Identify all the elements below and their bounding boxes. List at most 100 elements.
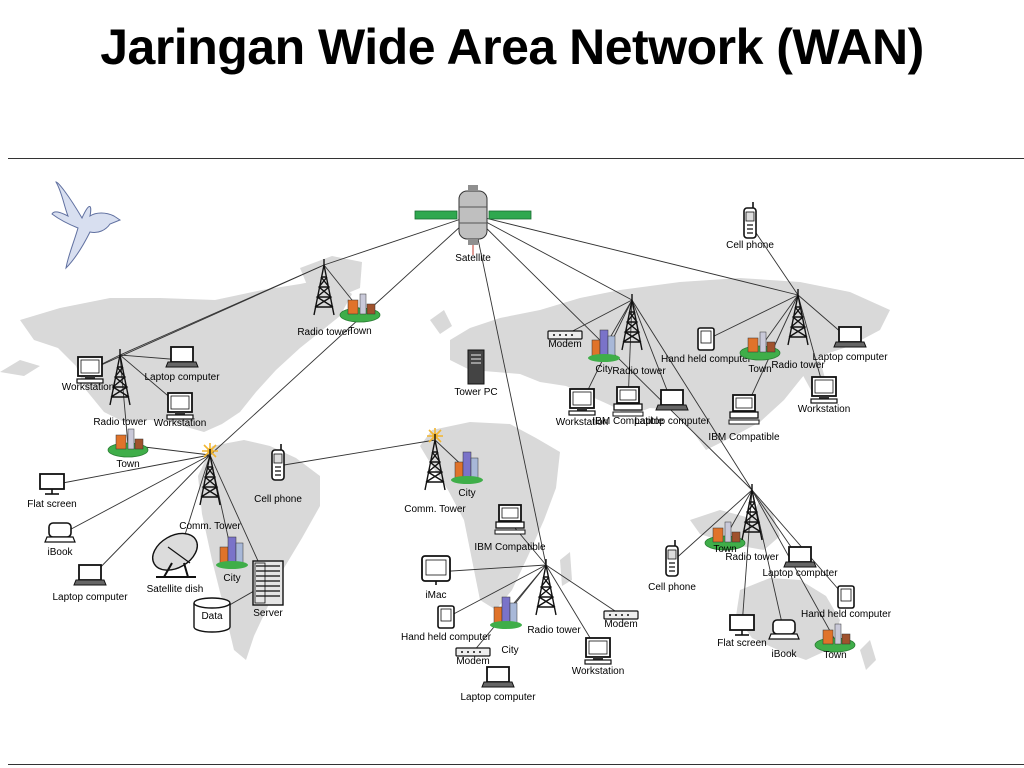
laptop-node: Laptop computer [634,389,710,427]
cell-phone-icon [665,539,679,577]
handheld-label: Hand held computer [401,632,492,643]
link-ct_sa-lap_sa [89,454,211,579]
radio-tower-node: Radio tower [527,558,581,636]
cell-phone-icon [271,443,285,481]
workstation-icon [810,376,838,404]
flat-screen-label: Flat screen [717,638,766,649]
city-label: City [595,364,612,375]
cell-phone-label: Cell phone [726,240,774,251]
modem-node: Modem [547,330,583,350]
network-links [51,214,851,653]
town-node: Town [704,521,746,555]
radio-tower-icon [535,558,557,616]
database-label: Data [201,611,223,622]
workstation-node: Workstation [62,356,115,393]
comm-tower-label: Comm. Tower [404,504,466,515]
workstation-icon [568,388,596,416]
satellite-icon [414,184,532,256]
modem-label: Modem [604,619,637,630]
laptop-node: Laptop computer [144,346,220,383]
cell-phone-label: Cell phone [648,582,696,593]
handheld-icon [437,605,455,629]
imac-label: iMac [425,590,446,601]
footer-divider [8,764,1024,765]
link-rt_af-ws_af [545,564,599,652]
cell-phone-node: Cell phone [726,201,774,251]
comm-tower-node: Comm. Tower [179,448,241,532]
server-icon [252,560,284,606]
flat-screen-node: Flat screen [27,473,77,510]
link-rt1-ws_w1 [89,264,325,371]
radio-tower-node: Radio tower [771,288,825,371]
cell-phone-node: Cell phone [648,539,696,593]
town-label: Town [348,326,371,337]
link-rt_as-cell_ne [749,223,799,296]
link-rt_se-cell_se [671,489,753,563]
radio-tower-label: Radio tower [612,366,666,377]
satellite-label: Satellite [455,253,491,264]
cell-phone-icon [743,201,757,239]
server-node: Server [252,560,284,619]
city-node: City [489,596,523,656]
city-node: City [450,451,484,499]
tower-pc-node: Tower PC [454,349,498,398]
link-satellite-rt1 [323,214,474,266]
satellite-node: Satellite [414,184,532,264]
satellite-dish-icon [145,524,205,579]
ibm-compatible-label: IBM Compatible [474,542,546,553]
handheld-node: Hand held computer [401,605,492,643]
workstation-label: Workstation [62,382,115,393]
flat-screen-node: Flat screen [717,614,767,649]
link-satellite-rt_as [472,214,799,296]
link-rt_af-modem_af2 [545,564,622,616]
town-label: Town [713,544,736,555]
ibm-compatible-icon [494,504,526,535]
flat-screen-label: Flat screen [27,499,76,510]
ibm-compatible-label: IBM Compatible [592,416,664,427]
satellite-dish-label: Satellite dish [147,584,204,595]
laptop-label: Laptop computer [52,592,128,603]
town-label: Town [116,459,139,470]
town-node: Town [339,293,381,337]
ibook-node: iBook [768,619,800,660]
laptop-label: Laptop computer [812,352,888,363]
radio-tower-label: Radio tower [725,552,779,563]
laptop-label: Laptop computer [460,692,536,703]
laptop-node: Laptop computer [52,564,128,603]
radio-tower-label: Radio tower [297,327,351,338]
radio-tower-node: Radio tower [725,483,779,563]
city-label: City [223,573,240,584]
workstation-label: Workstation [572,666,625,677]
town-node: Town [814,623,856,661]
link-rt_eu-modem_eu [564,299,633,336]
flat-screen-icon [39,473,65,495]
comm-tower-node: Comm. Tower [404,433,466,515]
radio-tower-label: Radio tower [93,417,147,428]
tower-pc-icon [467,349,485,385]
laptop-node: Laptop computer [812,326,888,363]
link-rt_af-ibm_ea [509,521,547,566]
laptop-icon [833,326,867,348]
workstation-node: Workstation [154,392,206,429]
workstation-icon [166,392,194,420]
town-label: Town [823,650,846,661]
ibook-icon [44,522,76,543]
laptop-icon [655,389,689,411]
radio-tower-node: Radio tower [612,293,666,377]
modem-node: Modem [455,647,491,667]
modem-node: Modem [603,610,639,630]
imac-icon [421,555,451,586]
laptop-icon [165,346,199,368]
town-label: Town [748,364,771,375]
city-label: City [501,645,518,656]
city-node: City [215,536,249,584]
laptop-label: Laptop computer [762,568,838,579]
laptop-icon [783,546,817,568]
link-rt_eu-rt_se [631,299,753,491]
link-cell_at-ct_af [277,439,436,467]
handheld-icon [837,585,855,609]
radio-tower-node: Radio tower [297,258,351,338]
modem-icon [547,330,583,340]
title-divider [8,158,1024,159]
